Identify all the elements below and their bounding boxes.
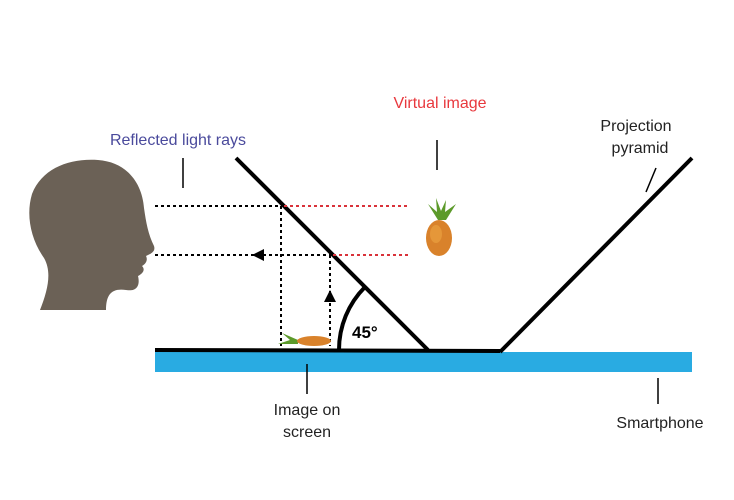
- screen-surface-line: [154, 348, 501, 353]
- screen-pineapple-image: [278, 333, 331, 346]
- angle-label: 45°: [352, 323, 378, 342]
- head-silhouette: [29, 159, 155, 310]
- smartphone-label: Smartphone: [616, 415, 703, 432]
- projection-pyramid-leader: [645, 167, 657, 193]
- image-on-screen-label-1: Image on: [274, 402, 341, 419]
- pyramid-right-side: [498, 156, 694, 354]
- arrow-left-icon: [252, 249, 264, 261]
- smartphone-screen: [155, 352, 692, 372]
- virtual-pineapple-image: [426, 198, 456, 256]
- arrow-up-icon: [324, 290, 336, 302]
- projection-pyramid-label-2: pyramid: [612, 140, 669, 157]
- virtual-image-label: Virtual image: [393, 95, 486, 112]
- reflected-rays-label: Reflected light rays: [110, 132, 246, 149]
- projection-pyramid-label-1: Projection: [600, 118, 671, 135]
- pyramid-left-side: [234, 156, 430, 352]
- image-on-screen-label-2: screen: [283, 424, 331, 441]
- angle-arc: [336, 285, 367, 351]
